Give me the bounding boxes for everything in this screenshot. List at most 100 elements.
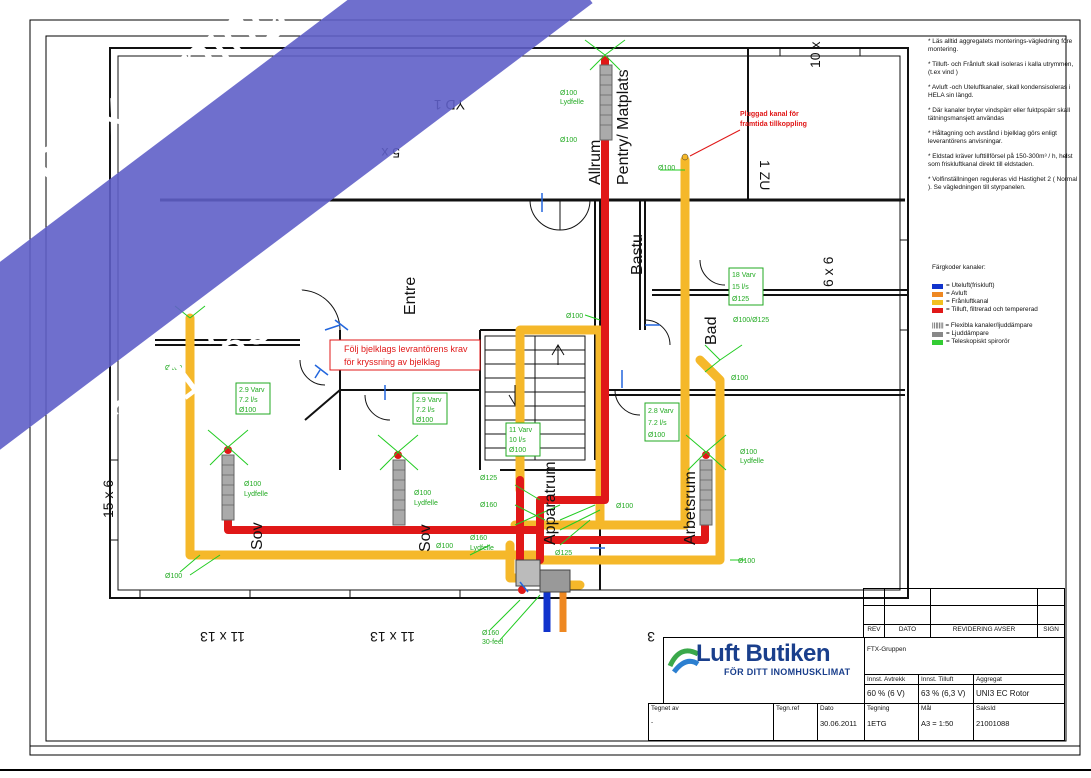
h-tegnref: Tegn.ref [773, 703, 818, 741]
legend-title: Färgkoder kanaler: [932, 264, 986, 271]
svg-text:Ø160: Ø160 [470, 535, 487, 542]
flow-sov1-l2: 7.2 l/s [239, 397, 258, 404]
svg-text:Ø100: Ø100 [616, 503, 633, 510]
group-name: FTX-Gruppen [864, 637, 1065, 675]
flow-sov1-l3: Ø100 [239, 407, 256, 414]
svg-text:Ø100/Ø125: Ø100/Ø125 [733, 317, 769, 324]
rev-header-sign: SIGN [1037, 624, 1065, 638]
flow-bad-l1: 18 Varv [732, 272, 756, 279]
note-2: * Tilluft- och Frånluft skall isoleras i… [928, 61, 1074, 76]
v-tegnet: - [651, 719, 654, 726]
svg-text:Ø160: Ø160 [480, 502, 497, 509]
room-allrum: Allrum [587, 140, 604, 185]
v-aggregat: UNI3 EC Rotor [973, 684, 1065, 704]
bjelk-note-line1: Följ bjelklags levrantörens krav [344, 344, 468, 354]
flow-sov2-l3: Ø100 [416, 417, 433, 424]
h-tegnet: Tegnet av- [648, 703, 774, 741]
svg-text:Ø100: Ø100 [740, 449, 757, 456]
swirl-icon [667, 648, 700, 674]
dim-top-mid: 1 ZU [757, 160, 773, 190]
v-tegning: 1ETG [867, 719, 887, 728]
svg-text:Ø100: Ø100 [436, 543, 453, 550]
svg-text:Ø100: Ø100 [560, 90, 577, 97]
flow-arb-l3: Ø100 [648, 432, 665, 439]
v-saksid: 21001088 [976, 719, 1010, 728]
rev-header-rev-avser: REVIDERING AVSER [930, 624, 1038, 638]
brand-logo: Luft Butiken FÖR DITT INOMHUSKLIMAT [666, 640, 862, 685]
dim-left: 15 x 6 [100, 480, 116, 518]
flow-sov1-l1: 2.9 Varv [239, 387, 265, 394]
flow-mid-l3: Ø100 [509, 447, 526, 454]
svg-text:Ø125: Ø125 [480, 475, 497, 482]
bjelk-note-line2: för kryssning av bjelklag [344, 357, 440, 367]
svg-text:Ø100: Ø100 [560, 137, 577, 144]
note-4: * Där kanaler bryter vindspärr eller fuk… [928, 107, 1071, 122]
dim-bottom-2: 11 x 13 [370, 629, 415, 645]
svg-text:Ø100: Ø100 [658, 165, 675, 172]
v-dato: 30.06.2011 [820, 719, 857, 728]
svg-text:Ø100: Ø100 [414, 490, 431, 497]
title-block: REV DATO REVIDERING AVSER SIGN FTX-Grupp… [648, 588, 1065, 741]
legend-item: = Tilluft, filtrerad och tempererad [932, 306, 1082, 314]
rev-header-rev: REV [863, 624, 885, 638]
brand-name: Luft Butiken [696, 640, 830, 667]
brand-tagline: FÖR DITT INOMHUSKLIMAT [724, 667, 851, 677]
room-sov1: Sov [249, 522, 266, 550]
flow-sov2-l2: 7.2 l/s [416, 407, 435, 414]
room-entre: Entre [402, 277, 419, 315]
color-legend: Färgkoder kanaler: = Uteluft(friskluft) … [932, 264, 1082, 346]
room-bastu: Bastu [629, 234, 646, 275]
dim-bottom-3: 3 [647, 629, 655, 645]
legend-item: = Ljuddämpare [932, 330, 1082, 338]
room-sov2: Sov [417, 524, 434, 552]
flow-arb-l1: 2.8 Varv [648, 408, 674, 415]
flow-sov2-l1: 2.9 Varv [416, 397, 442, 404]
legend-item: = Avluft [932, 290, 1082, 298]
flow-mid-l2: 10 l/s [509, 437, 526, 444]
v-tilluft: 63 % (6,3 V) [918, 684, 974, 704]
dim-top-right: 10 x [807, 42, 823, 68]
flow-bad-l3: Ø125 [732, 296, 749, 303]
svg-text:Lydfelle: Lydfelle [470, 545, 494, 552]
legend-item: ||||||| = Flexibla kanaler/ljuddämpare [932, 322, 1033, 329]
room-pentry: Pentry/ Matplats [615, 69, 632, 185]
svg-text:Ø100: Ø100 [165, 365, 182, 372]
svg-text:Lydfelle: Lydfelle [560, 99, 584, 106]
dim-right: 6 x 6 [820, 256, 836, 287]
rev-header-dato: DATO [884, 624, 931, 638]
flow-bad-l2: 15 l/s [732, 284, 749, 291]
plug-note-line2: framtida tillkoppling [740, 121, 807, 128]
svg-text:Ø125: Ø125 [555, 550, 572, 557]
legend-item: = Frånluftkanal [932, 298, 1082, 306]
flow-arb-l2: 7.2 l/s [648, 420, 667, 427]
svg-text:Ø100: Ø100 [738, 558, 755, 565]
v-mal: A3 = 1:50 [921, 719, 954, 728]
note-7: * Volfinställningen reguleras vid Hastig… [928, 176, 1078, 191]
svg-text:Ø160: Ø160 [482, 630, 499, 637]
svg-text:Ø100: Ø100 [244, 481, 261, 488]
note-6: * Eldstad kräver lufttillförsel på 150-3… [928, 153, 1073, 168]
note-3: * Avluft -och Uteluftkanaler, skall kond… [928, 84, 1071, 99]
svg-text:Ø100: Ø100 [731, 375, 748, 382]
svg-text:Lydfelle: Lydfelle [244, 491, 268, 498]
note-5: * Håltagning och avstånd i bjelklag görs… [928, 130, 1057, 145]
dim-bottom-1: 11 x 13 [200, 629, 245, 645]
room-arbetsrum: Arbetsrum [682, 471, 699, 545]
v-avtrekk: 60 % (6 V) [864, 684, 919, 704]
room-apparatrum: Apparatrum [542, 461, 559, 545]
legend-item: = Uteluft(friskluft) [932, 282, 1082, 290]
plug-note-line1: Pluggad kanal för [740, 111, 799, 118]
svg-text:Ø100: Ø100 [566, 313, 583, 320]
svg-text:30-feel: 30-feel [482, 639, 504, 646]
svg-text:Lydfelle: Lydfelle [414, 500, 438, 507]
flow-mid-l1: 11 Varv [509, 427, 533, 434]
legend-item: = Teleskopiskt spirorör [932, 338, 1082, 346]
svg-text:Lydfelle: Lydfelle [740, 458, 764, 465]
svg-text:Ø100: Ø100 [165, 573, 182, 580]
